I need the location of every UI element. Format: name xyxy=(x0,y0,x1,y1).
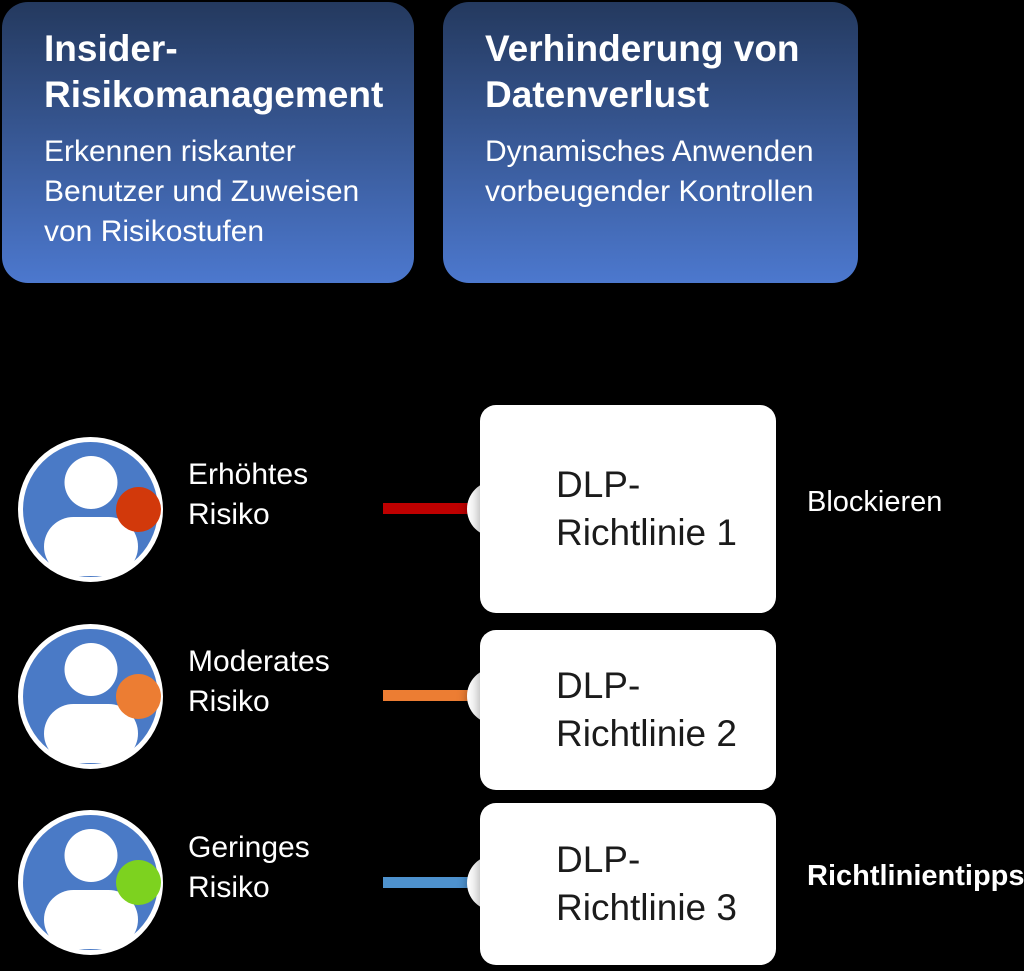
person-icon xyxy=(18,624,163,769)
dlp-policy-box: DLP-Richtlinie 1 xyxy=(480,405,776,613)
risk-label: Geringes Risiko xyxy=(188,831,310,904)
card-title: Insider-Risikomanagement xyxy=(44,28,384,115)
card-description: Dynamisches Anwenden vorbeugender Kontro… xyxy=(485,135,814,208)
data-loss-prevention-card: Verhinderung von Datenverlust Dynamische… xyxy=(443,2,858,283)
policy-label: DLP-Richtlinie 3 xyxy=(556,839,737,928)
person-icon xyxy=(18,437,163,582)
risk-label: Erhöhtes Risiko xyxy=(188,458,309,531)
policy-label: DLP-Richtlinie 1 xyxy=(556,464,737,553)
action-label: Richtlinientipps xyxy=(807,860,1024,892)
person-icon xyxy=(18,810,163,955)
connector-line xyxy=(383,690,470,701)
card-description: Erkennen riskanter Benutzer und Zuweisen… xyxy=(44,135,360,248)
risk-label: Moderates Risiko xyxy=(188,645,330,718)
risk-badge-dot xyxy=(116,860,161,905)
dlp-policy-box: DLP-Richtlinie 3 xyxy=(480,803,776,965)
dlp-policy-box: DLP-Richtlinie 2 xyxy=(480,630,776,790)
person-body xyxy=(43,704,138,763)
connector-line xyxy=(383,503,470,514)
policy-label: DLP-Richtlinie 2 xyxy=(556,665,737,754)
card-title: Verhinderung von Datenverlust xyxy=(485,28,800,115)
risk-badge-dot xyxy=(116,487,161,532)
person-head xyxy=(64,643,117,696)
insider-risk-management-card: Insider-Risikomanagement Erkennen riskan… xyxy=(2,2,414,283)
risk-badge-dot xyxy=(116,674,161,719)
person-body xyxy=(43,517,138,576)
action-label: Blockieren xyxy=(807,486,943,518)
connector-line xyxy=(383,877,470,888)
person-body xyxy=(43,890,138,949)
person-head xyxy=(64,456,117,509)
person-head xyxy=(64,829,117,882)
